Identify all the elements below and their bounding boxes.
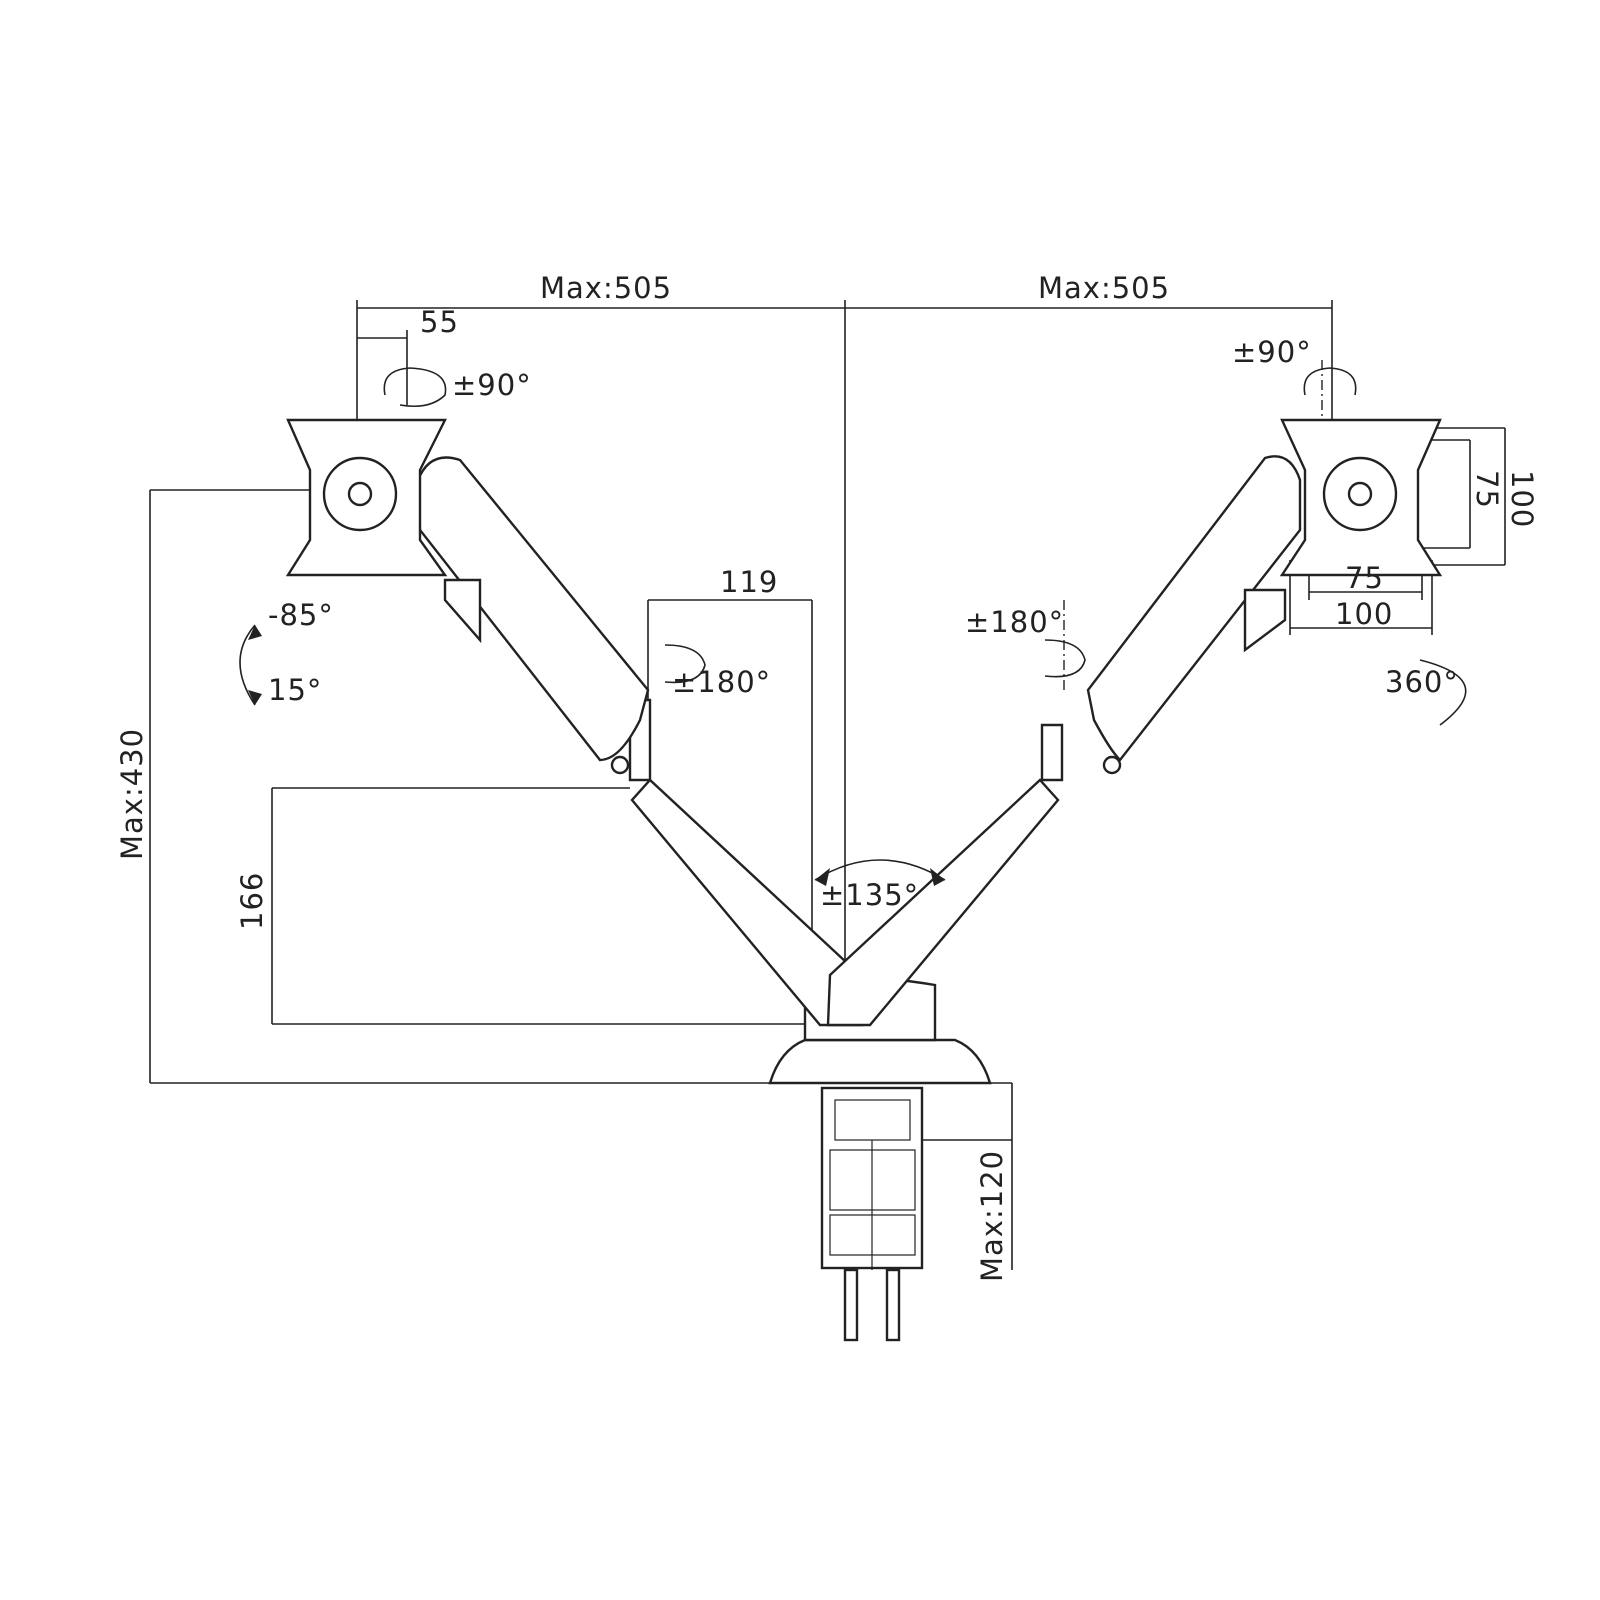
pole-offset-label: 119 [720, 565, 778, 599]
left-arm [285, 418, 652, 782]
right-rotate-label: ±90° [1232, 335, 1312, 369]
clamp-thickness-label: Max:120 [975, 1150, 1009, 1282]
rotation-arrows [239, 367, 1467, 886]
vesa-outer-horizontal-label: 100 [1335, 597, 1393, 631]
right-swivel-label: ±180° [965, 605, 1064, 639]
max-height-label: Max:430 [115, 728, 149, 860]
vesa-outer-vertical-label: 100 [1505, 470, 1539, 528]
vesa-inner-vertical-label: 75 [1470, 470, 1504, 509]
arm-height-label: 166 [235, 872, 269, 930]
right-arm [1040, 418, 1443, 782]
full-rotation-label: 360° [1385, 665, 1459, 699]
right-reach-label: Max:505 [1038, 271, 1170, 305]
left-reach-label: Max:505 [540, 271, 672, 305]
base-assembly [630, 778, 1060, 1342]
tilt-up-label: -85° [268, 598, 334, 632]
base-swivel-label: ±135° [820, 878, 919, 912]
offset-label: 55 [420, 305, 459, 339]
left-swivel-label: ±180° [672, 665, 771, 699]
vesa-inner-horizontal-label: 75 [1345, 561, 1384, 595]
labels: Max:505 Max:505 55 ±90° ±90° -85° 15° 11… [115, 271, 1539, 1282]
tilt-down-label: 15° [268, 673, 322, 707]
left-rotate-label: ±90° [452, 368, 532, 402]
